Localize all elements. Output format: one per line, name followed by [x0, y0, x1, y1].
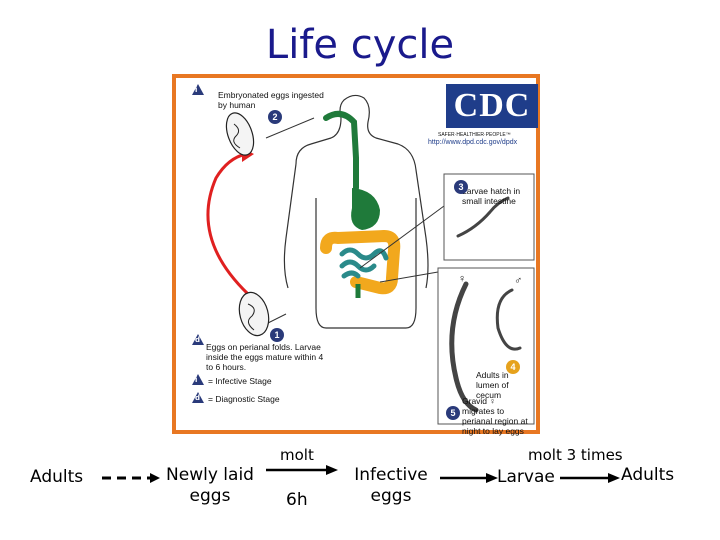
- step-1-badge: 1: [270, 328, 284, 342]
- infective-stage-marker: i: [192, 374, 204, 385]
- molt-label-2: molt 3 times: [528, 446, 623, 464]
- time-label: 6h: [286, 490, 308, 510]
- step-5-label: Gravid ♀ migrates to perianal region at …: [462, 396, 528, 436]
- embryonated-egg: [225, 112, 255, 156]
- step-3-badge: 3: [454, 180, 468, 194]
- large-intestine: [320, 229, 401, 295]
- step-4-badge: 4: [506, 360, 520, 374]
- life-cycle-diagram: CDC SAFER·HEALTHIER·PEOPLE™ http://www.d…: [172, 74, 540, 436]
- human-body-illustration: [206, 94, 535, 425]
- perianal-egg: [238, 291, 270, 337]
- female-symbol: ♀: [458, 273, 467, 285]
- step-5-badge: 5: [446, 406, 460, 420]
- infection-arrow: [206, 152, 250, 296]
- small-intestine: [339, 247, 389, 279]
- larva: [456, 196, 510, 238]
- female-worm: [449, 281, 479, 413]
- larvae-label: Larvae: [497, 467, 555, 487]
- esophagus: [323, 110, 359, 191]
- cdc-tagline: SAFER·HEALTHIER·PEOPLE™: [438, 132, 511, 138]
- cdc-url: http://www.dpd.cdc.gov/dpdx: [428, 139, 518, 146]
- cdc-logo: CDC: [446, 84, 538, 128]
- step-2-label: Embryonated eggs ingested by human: [218, 90, 324, 110]
- step-1-diagnostic-marker: d: [192, 334, 204, 345]
- adults-label: Adults: [30, 467, 84, 487]
- male-symbol: ♂: [514, 275, 523, 287]
- stomach: [351, 188, 380, 230]
- step-3-label: Larvae hatch in small intestine: [462, 186, 521, 206]
- page-title: Life cycle: [265, 22, 455, 68]
- infective-eggs-label: Infective eggs: [354, 465, 428, 506]
- legend-infective: = Infective Stage: [208, 376, 272, 386]
- step-2-infective-marker: i: [192, 84, 204, 95]
- male-worm: [495, 288, 522, 351]
- step-2-badge: 2: [268, 110, 282, 124]
- step-1-label: Eggs on perianal folds. Larvae inside th…: [206, 342, 324, 372]
- diagnostic-stage-marker: d: [192, 392, 204, 403]
- adults-right-label: Adults: [621, 465, 675, 485]
- body-outline: [283, 94, 429, 329]
- newly-laid-eggs-label: Newly laid eggs: [166, 465, 254, 506]
- step-4-label: Adults in lumen of cecum: [476, 370, 509, 400]
- molt-label-1: molt: [280, 446, 314, 464]
- legend-diagnostic: = Diagnostic Stage: [208, 394, 280, 404]
